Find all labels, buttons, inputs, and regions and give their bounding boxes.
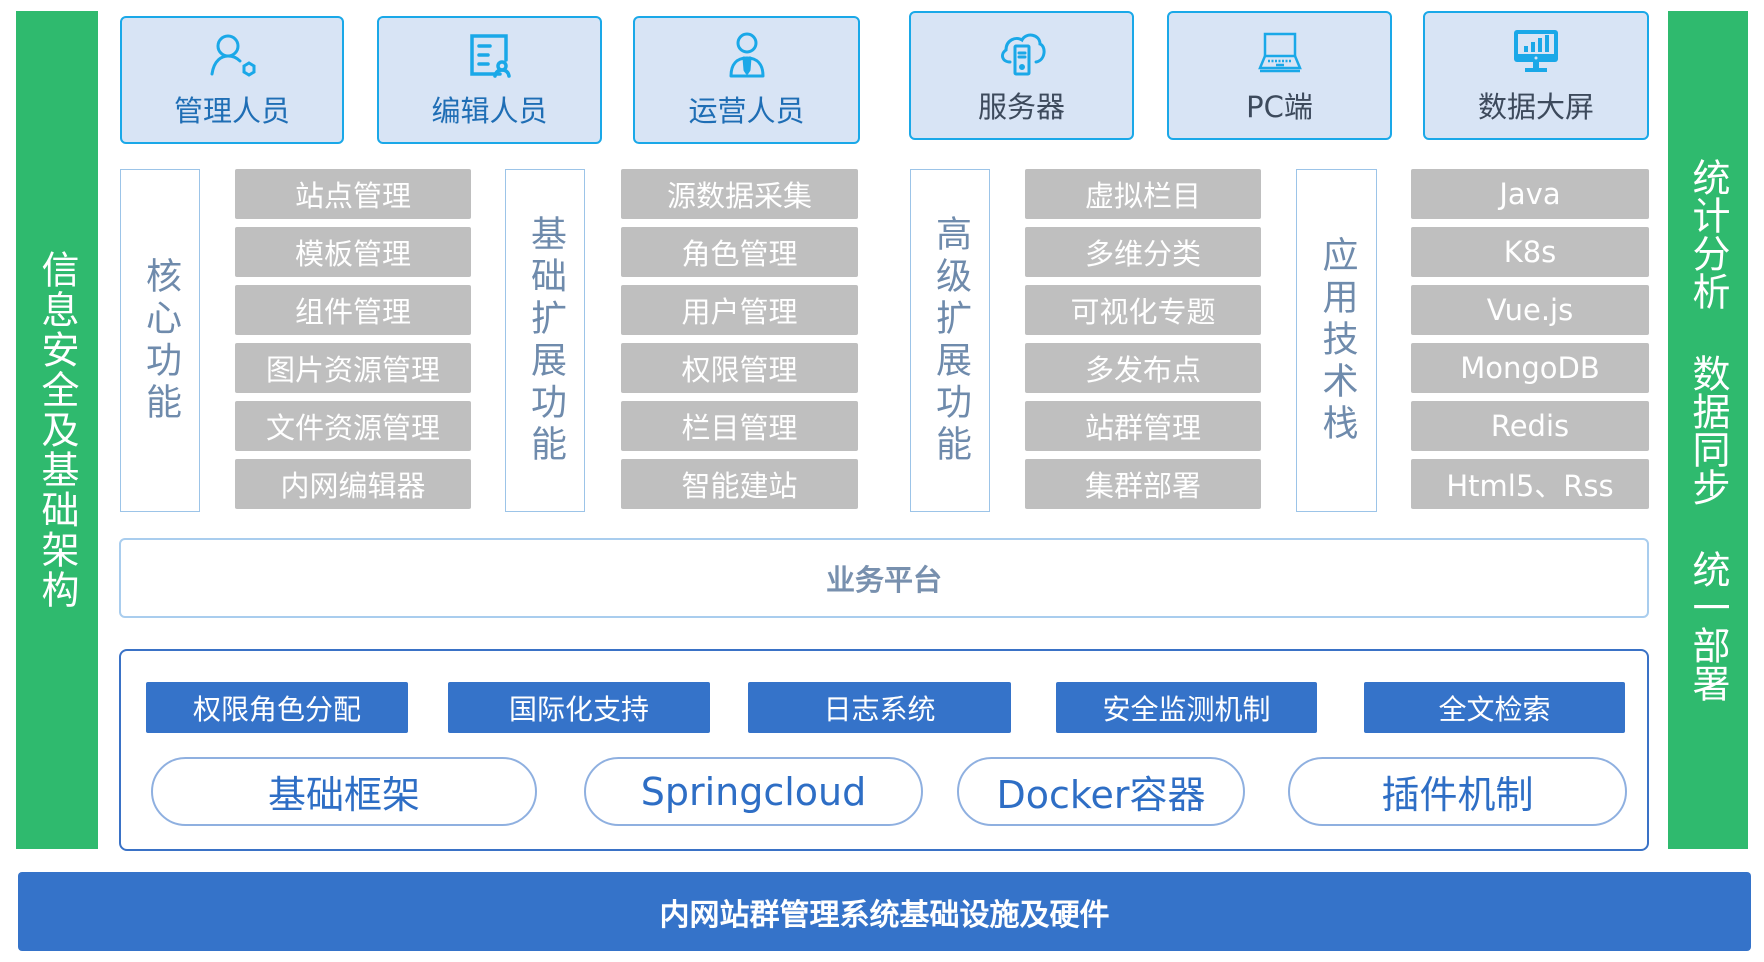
feature-item: 集群部署 [1025, 459, 1261, 509]
device-label: 数据大屏 [1477, 89, 1594, 124]
operator-person-tie-icon [729, 32, 764, 78]
feature-item: 内网编辑器 [235, 459, 471, 509]
base-service-item: 权限角色分配 [146, 682, 408, 733]
role-label: 管理人员 [173, 94, 290, 128]
feature-item: K8s [1411, 227, 1649, 277]
monitor-chart-icon [1514, 29, 1558, 72]
infrastructure-label: 内网站群管理系统基础设施及硬件 [659, 897, 1110, 933]
category-box: 核心功能 [120, 169, 200, 512]
device-data-screen: 数据大屏 [1423, 11, 1649, 140]
category-label: 高级扩展功能 [930, 214, 971, 467]
base-service-item: 安全监测机制 [1056, 682, 1317, 733]
feature-item: 文件资源管理 [235, 401, 471, 451]
feature-item: Java [1411, 169, 1649, 219]
feature-item: 组件管理 [235, 285, 471, 335]
editor-document-icon [469, 34, 511, 78]
category-label: 应用技术栈 [1316, 235, 1358, 446]
role-label: 运营人员 [688, 94, 805, 128]
role-operator: 运营人员 [633, 16, 860, 144]
feature-item: Redis [1411, 401, 1649, 451]
role-admin: 管理人员 [120, 16, 344, 144]
feature-item: 用户管理 [621, 285, 858, 335]
left-bar: 信息安全及基础架构 [16, 11, 98, 849]
base-service-item: 全文检索 [1364, 682, 1625, 733]
feature-item: 虚拟栏目 [1025, 169, 1261, 219]
category-box: 基础扩展功能 [505, 169, 585, 512]
right-bar-label: 统计分析 数据同步 统一部署 [1686, 158, 1730, 702]
cloud-server-icon [1000, 33, 1046, 75]
device-label: 服务器 [977, 89, 1065, 124]
feature-item: 多维分类 [1025, 227, 1261, 277]
feature-item: 智能建站 [621, 459, 858, 509]
admin-user-icon [210, 34, 256, 77]
feature-item: 栏目管理 [621, 401, 858, 451]
feature-item: 角色管理 [621, 227, 858, 277]
laptop-icon [1257, 32, 1302, 72]
feature-item: 模板管理 [235, 227, 471, 277]
framework-pill: Docker容器 [957, 757, 1245, 826]
base-service-item: 国际化支持 [448, 682, 710, 733]
device-pc: PC端 [1167, 11, 1392, 140]
framework-pill: 插件机制 [1288, 757, 1627, 826]
feature-item: 权限管理 [621, 343, 858, 393]
feature-item: 多发布点 [1025, 343, 1261, 393]
feature-item: 源数据采集 [621, 169, 858, 219]
left-bar-label: 信息安全及基础架构 [35, 250, 79, 610]
category-label: 基础扩展功能 [525, 214, 566, 467]
category-box: 高级扩展功能 [910, 169, 990, 512]
category-label: 核心功能 [140, 256, 181, 425]
device-server: 服务器 [909, 11, 1134, 140]
role-editor: 编辑人员 [377, 16, 602, 144]
feature-item: 站群管理 [1025, 401, 1261, 451]
feature-item: Html5、Rss [1411, 459, 1649, 509]
role-label: 编辑人员 [431, 94, 548, 128]
feature-item: 站点管理 [235, 169, 471, 219]
feature-item: MongoDB [1411, 343, 1649, 393]
framework-pill: 基础框架 [151, 757, 537, 826]
feature-item: Vue.js [1411, 285, 1649, 335]
business-platform-label: 业务平台 [825, 563, 942, 597]
base-service-item: 日志系统 [748, 682, 1011, 733]
business-platform: 业务平台 [119, 538, 1649, 618]
feature-item: 可视化专题 [1025, 285, 1261, 335]
infrastructure-band: 内网站群管理系统基础设施及硬件 [18, 872, 1751, 951]
device-label: PC端 [1246, 89, 1313, 124]
feature-item: 图片资源管理 [235, 343, 471, 393]
category-box: 应用技术栈 [1296, 169, 1377, 512]
right-bar: 统计分析 数据同步 统一部署 [1668, 11, 1748, 849]
framework-pill: Springcloud [584, 757, 923, 826]
